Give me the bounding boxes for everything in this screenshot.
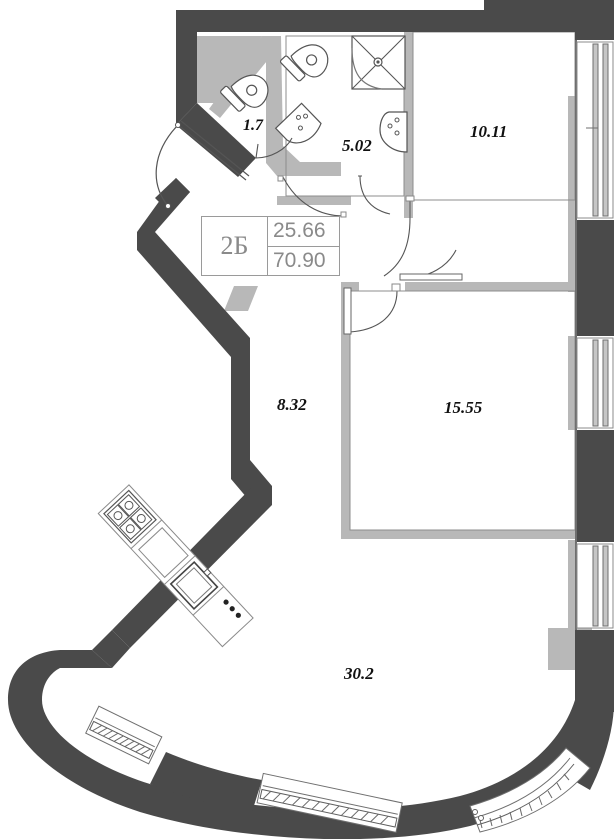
exterior-wall-upper-left [176,10,197,125]
area-label-bathroom-large: 5.02 [342,136,372,155]
interior-wall-right-liner-3 [568,540,575,630]
window-bottom-left [85,705,163,765]
exterior-wall-right-bottom-join [575,690,614,712]
area-label-bedroom-upper-right: 10.11 [470,122,508,141]
area-label-living-kitchen: 30.2 [344,664,374,683]
exterior-wall-right-line [575,40,577,630]
exterior-wall-right-seg-1 [575,220,614,336]
toilet-icon-2 [279,44,329,82]
entry-door [155,120,250,209]
windows-layer [85,41,614,833]
interior-wall-hall-top-left [277,196,351,205]
exterior-wall-right-seg-2 [575,430,614,542]
window-right-lower [576,337,614,429]
bedroom-right-door [343,283,401,335]
room-outlines [285,31,576,531]
exterior-wall-zig-c [231,338,250,460]
interior-wall-bath-right [404,32,413,200]
interior-wall-bedroom-r-bottom [341,530,575,539]
exterior-wall-zig-b [137,232,250,357]
window-right-bottom [576,543,614,629]
bathroom-large-door [277,175,347,218]
unit-code-cell: 2Б [202,217,268,275]
unit-area-cells: 25.66 70.90 [268,217,339,275]
window-bottom-right [256,772,403,833]
exterior-wall-lower-notch [60,650,112,668]
interior-wall-stub-left [224,286,258,311]
sink-icon-2 [379,111,408,153]
toilet-icon-1 [220,74,269,112]
door-hall-lower [399,249,463,281]
area-label-bedroom-right: 15.55 [444,398,483,417]
interior-wall-right-liner-2 [568,336,575,430]
doors-layer [155,120,463,335]
total-area-value: 70.90 [273,248,326,272]
bathroom-fixtures [220,35,408,153]
exterior-wall-zig-f [92,630,130,668]
sink-icon-1 [274,102,322,144]
interior-wall-right-liner-1 [568,96,575,292]
area-label-bathroom-small: 1.7 [243,117,263,134]
interior-wall-bedroom-r-top [405,282,575,291]
interior-wall-wet-zone-left [197,36,262,103]
unit-code-value: 2Б [220,231,249,260]
outline-bedroom-upper-right [412,31,576,201]
window-right-upper [576,41,614,219]
interior-wall-bedroom-r-top-stub [341,282,359,291]
unit-info-box: 2Б 25.66 70.90 [201,216,340,276]
bottom-wall-solid-segments [150,752,262,812]
exterior-wall-bottom-seg-mid [150,752,262,812]
total-area-cell: 70.90 [268,247,339,276]
interior-wall-hall-right [341,282,350,538]
hallway-door [358,175,391,215]
living-area-value: 25.66 [273,219,326,243]
exterior-wall-bottom-curve [8,650,575,839]
living-area-cell: 25.66 [268,217,339,247]
exterior-wall-zig-a [137,178,190,232]
kitchen-sink-icon [169,561,219,610]
kitchen-knobs-icon [223,599,241,618]
kitchen-fixtures [97,484,254,648]
exterior-wall-entry-diagonal [176,103,256,177]
kitchen-cabinet-icon [138,527,189,579]
exterior-wall-right-top-cap [575,0,614,40]
bedroom-upper-right-door [383,195,415,277]
exterior-wall-top [176,0,575,36]
interior-wall-bedroom-ur-left [404,196,413,218]
area-label-hallway: 8.32 [277,395,307,414]
bathroom-small-door [255,137,293,159]
window-bottom-corner [469,747,591,833]
shower-tray-icon [351,35,406,90]
kitchen-stove-icon [103,489,157,544]
